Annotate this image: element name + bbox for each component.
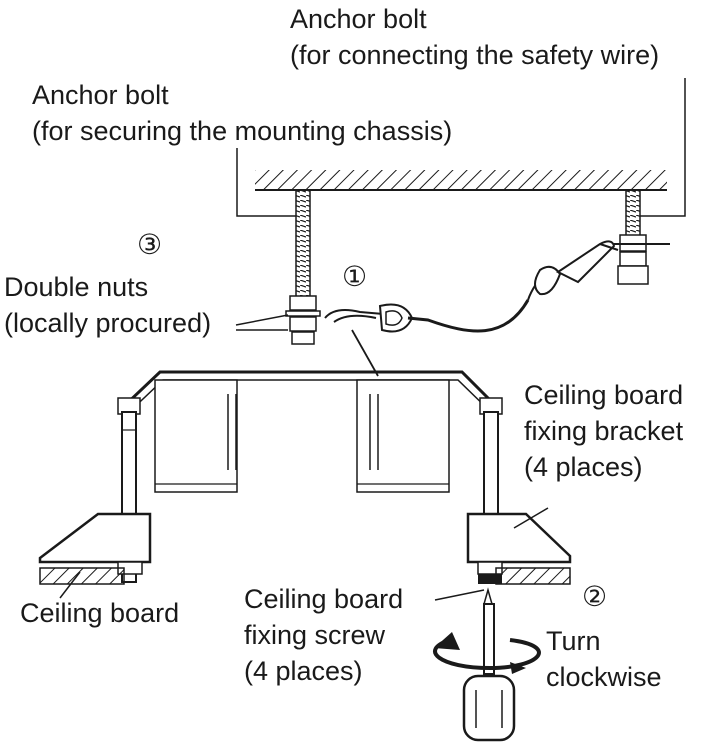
right-fixing-bracket [466, 397, 572, 585]
anchor-bolt-safety-subtitle: (for connecting the safety wire) [290, 40, 659, 70]
anchor-bolt-chassis-title: Anchor bolt [32, 80, 169, 110]
ceiling-board-label: Ceiling board [20, 598, 179, 628]
rotation-arrow-icon [433, 632, 541, 674]
anchor-bolt-chassis-subtitle: (for securing the mounting chassis) [32, 116, 452, 146]
step-3-marker: ③ [137, 228, 162, 261]
double-nuts-subtitle: (locally procured) [4, 308, 211, 338]
bracket-label-line3: (4 places) [524, 452, 643, 482]
step-2-marker: ② [582, 580, 607, 613]
turn-label-line2: clockwise [546, 662, 662, 692]
safety-wire [324, 240, 619, 377]
mounting-chassis [118, 370, 502, 493]
left-fixing-bracket [38, 397, 152, 585]
screw-label-line3: (4 places) [244, 656, 363, 686]
leader-lines [59, 78, 686, 601]
bracket-label-line2: fixing bracket [524, 416, 684, 446]
screw-label-line2: fixing screw [244, 620, 386, 650]
turn-label-line1: Turn [546, 626, 601, 656]
bracket-label-line1: Ceiling board [524, 380, 683, 410]
ceiling-slab [255, 170, 667, 191]
step-1-marker: ① [342, 260, 367, 293]
anchor-bolt-safety-title: Anchor bolt [290, 4, 427, 34]
anchor-bolt-safety [612, 189, 670, 285]
screwdriver-icon [462, 587, 516, 742]
double-nuts [285, 295, 321, 345]
screw-label-line1: Ceiling board [244, 584, 403, 614]
double-nuts-title: Double nuts [4, 272, 148, 302]
